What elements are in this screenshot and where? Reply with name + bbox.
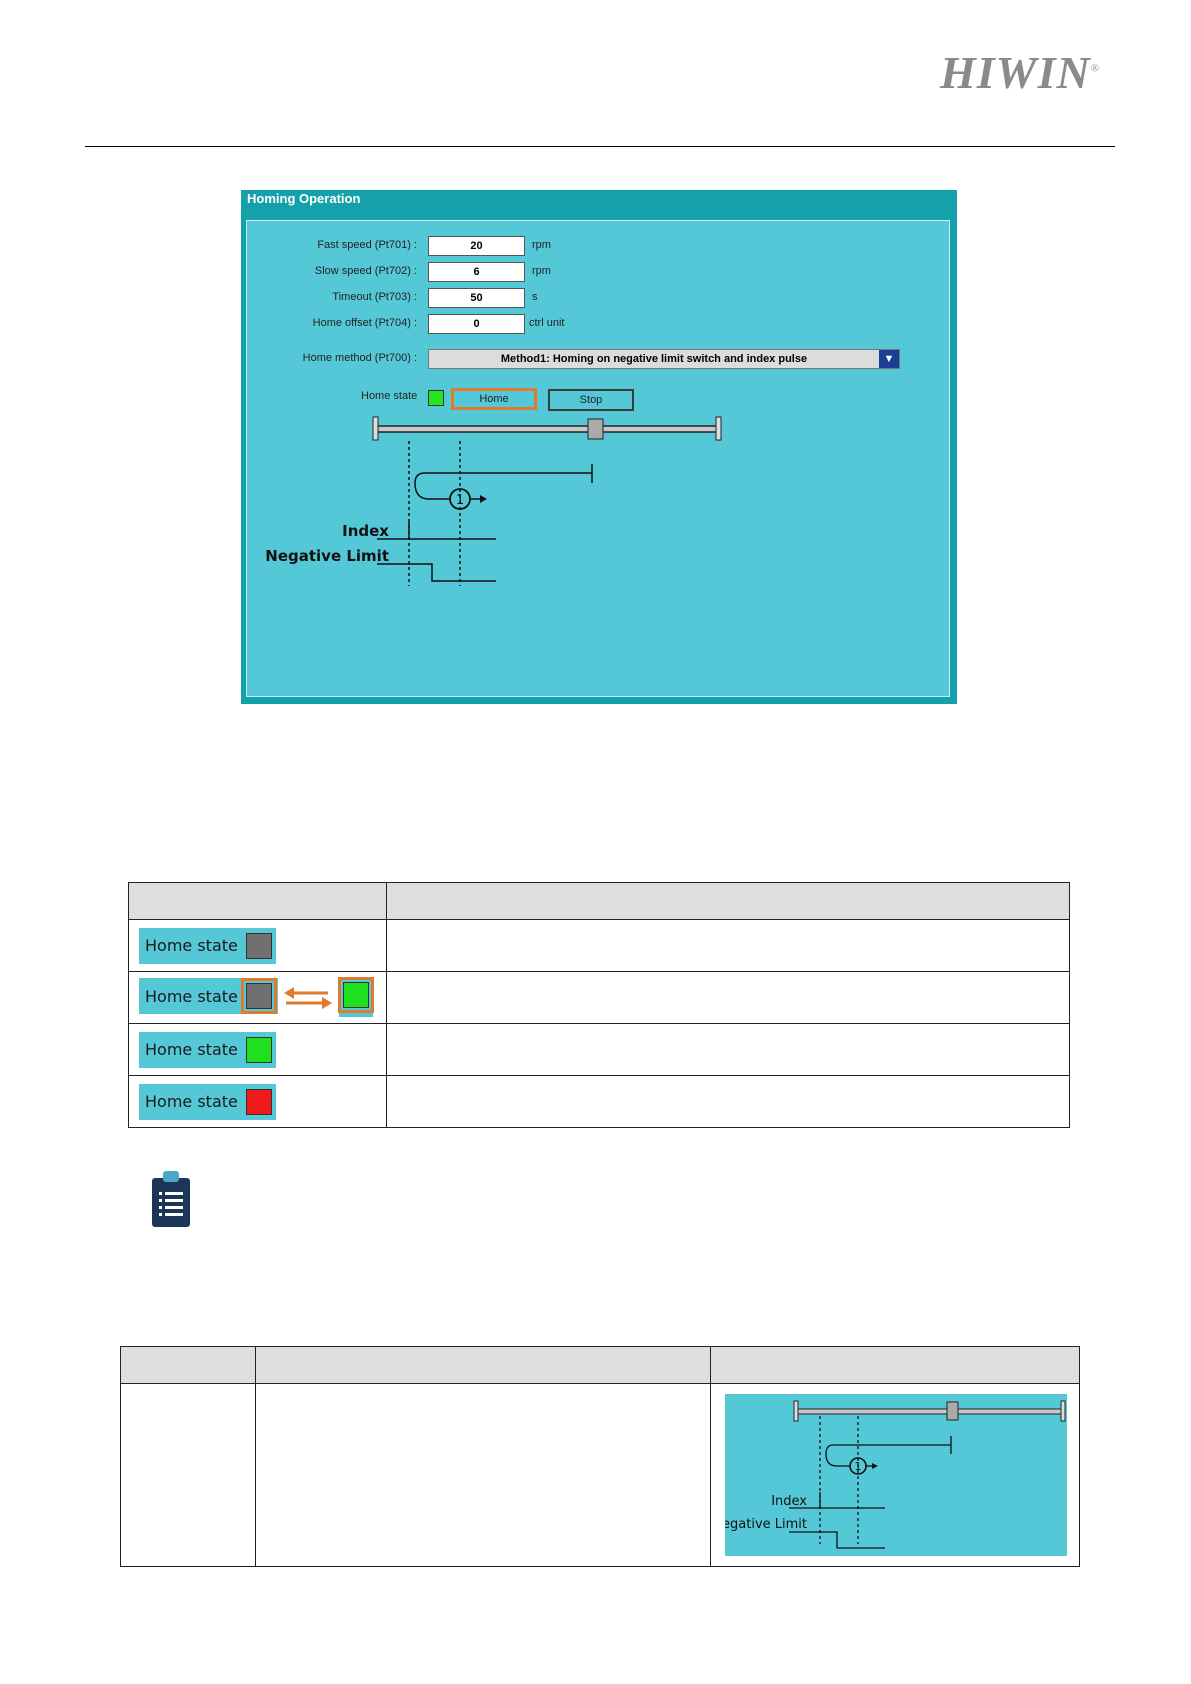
slow-speed-label: Slow speed (Pt702) : xyxy=(314,265,417,277)
green-indicator xyxy=(245,1036,272,1063)
home-state-label: Home state xyxy=(145,1092,238,1111)
rail-left-end xyxy=(372,416,379,441)
description-cell xyxy=(386,1075,1070,1128)
index-label: Index xyxy=(771,1494,807,1509)
home-state-chip: Home state xyxy=(139,978,278,1015)
rail-right-end xyxy=(1060,1400,1066,1422)
home-state-label: Home state xyxy=(145,936,238,955)
header-cell xyxy=(710,1346,1080,1384)
slow-speed-field[interactable]: 6 xyxy=(428,262,525,282)
fast-speed-field[interactable]: 20 xyxy=(428,236,525,256)
header-cell xyxy=(120,1346,256,1384)
home-state-table: Home state Home state Home state Home st… xyxy=(128,882,1070,1128)
home-state-chip: Home state xyxy=(139,1031,276,1068)
home-method-value: Method1: Homing on negative limit switch… xyxy=(500,353,808,365)
description-cell xyxy=(386,919,1070,972)
index-label: Index xyxy=(342,522,389,540)
description-cell xyxy=(386,1023,1070,1076)
table-row: Home state xyxy=(128,1075,1070,1128)
negative-limit-signal xyxy=(789,1531,885,1549)
indicator-cell: Home state xyxy=(128,1023,387,1076)
step-number: 1 xyxy=(855,1460,862,1473)
table-row: Home state xyxy=(128,971,1070,1024)
home-offset-label: Home offset (Pt704) : xyxy=(312,317,417,329)
clipboard-list-icon xyxy=(152,1171,190,1227)
diagram-cell: 1 Index Negative Limit xyxy=(710,1383,1080,1567)
rail-right-end xyxy=(715,416,722,441)
green-indicator-chip xyxy=(337,977,374,1017)
negative-limit-signal xyxy=(377,563,496,582)
table-header-row xyxy=(120,1346,1080,1384)
home-state-chip: Home state xyxy=(139,1083,276,1120)
method-diagram: 1 Index Negative Limit xyxy=(725,1394,1067,1556)
gray-indicator xyxy=(240,978,277,1015)
stop-button[interactable]: Stop xyxy=(548,389,634,411)
home-method-select[interactable]: Method1: Homing on negative limit switch… xyxy=(428,349,900,369)
fast-speed-label: Fast speed (Pt701) : xyxy=(317,239,417,251)
header-rule xyxy=(85,146,1115,147)
header-cell xyxy=(386,882,1070,920)
window-title: Homing Operation xyxy=(247,191,361,206)
double-arrow-icon xyxy=(284,986,333,1009)
carriage xyxy=(587,418,604,440)
home-state-indicator xyxy=(428,390,444,406)
negative-limit-label: Negative Limit xyxy=(725,1517,807,1532)
home-offset-field[interactable]: 0 xyxy=(428,314,525,334)
table-row: 1 Index Negative Limit xyxy=(120,1383,1080,1567)
homing-panel: Fast speed (Pt701) : 20 rpm Slow speed (… xyxy=(246,220,950,697)
description-cell xyxy=(386,971,1070,1024)
indicator-cell: Home state xyxy=(128,1075,387,1128)
indicator-cell: Home state xyxy=(128,919,387,972)
home-state-label: Home state xyxy=(145,986,238,1006)
home-state-chip: Home state xyxy=(139,927,276,964)
hiwin-logo: HIWIN® xyxy=(940,47,1101,98)
negative-limit-label: Negative Limit xyxy=(265,547,389,565)
method-cell xyxy=(120,1383,256,1567)
gray-indicator xyxy=(245,932,272,959)
timeout-field[interactable]: 50 xyxy=(428,288,525,308)
timeout-unit: s xyxy=(532,291,538,303)
home-offset-unit: ctrl unit xyxy=(529,317,565,329)
motion-path xyxy=(825,1444,951,1467)
carriage xyxy=(946,1401,959,1421)
axis-rail xyxy=(796,1408,1065,1415)
axis-rail xyxy=(376,425,718,433)
table-row: Home state xyxy=(128,919,1070,972)
indicator-cell: Home state xyxy=(128,971,387,1024)
home-button[interactable]: Home xyxy=(451,388,537,410)
home-state-label: Home state xyxy=(361,390,418,402)
arrow-right-icon xyxy=(480,495,487,503)
homing-method-table: 1 Index Negative Limit xyxy=(120,1346,1080,1567)
step-number: 1 xyxy=(456,493,464,508)
timeout-label: Timeout (Pt703) : xyxy=(332,291,417,303)
homing-diagram: 1 Index Negative Limit xyxy=(265,416,722,586)
table-row: Home state xyxy=(128,1023,1070,1076)
home-state-label: Home state xyxy=(145,1040,238,1059)
header-cell xyxy=(255,1346,711,1384)
homing-operation-window: Homing Operation Fast speed (Pt701) : 20… xyxy=(241,190,957,704)
table-header-row xyxy=(128,882,1070,920)
home-method-label: Home method (Pt700) : xyxy=(302,352,417,364)
green-indicator xyxy=(337,977,374,1013)
description-cell xyxy=(255,1383,711,1567)
arrow-right-icon xyxy=(872,1463,878,1469)
motion-path xyxy=(414,472,592,500)
fast-speed-unit: rpm xyxy=(532,239,551,251)
dropdown-arrow-icon[interactable]: ▼ xyxy=(879,350,899,368)
slow-speed-unit: rpm xyxy=(532,265,551,277)
rail-left-end xyxy=(793,1400,799,1422)
red-indicator xyxy=(245,1088,272,1115)
header-cell xyxy=(128,882,387,920)
